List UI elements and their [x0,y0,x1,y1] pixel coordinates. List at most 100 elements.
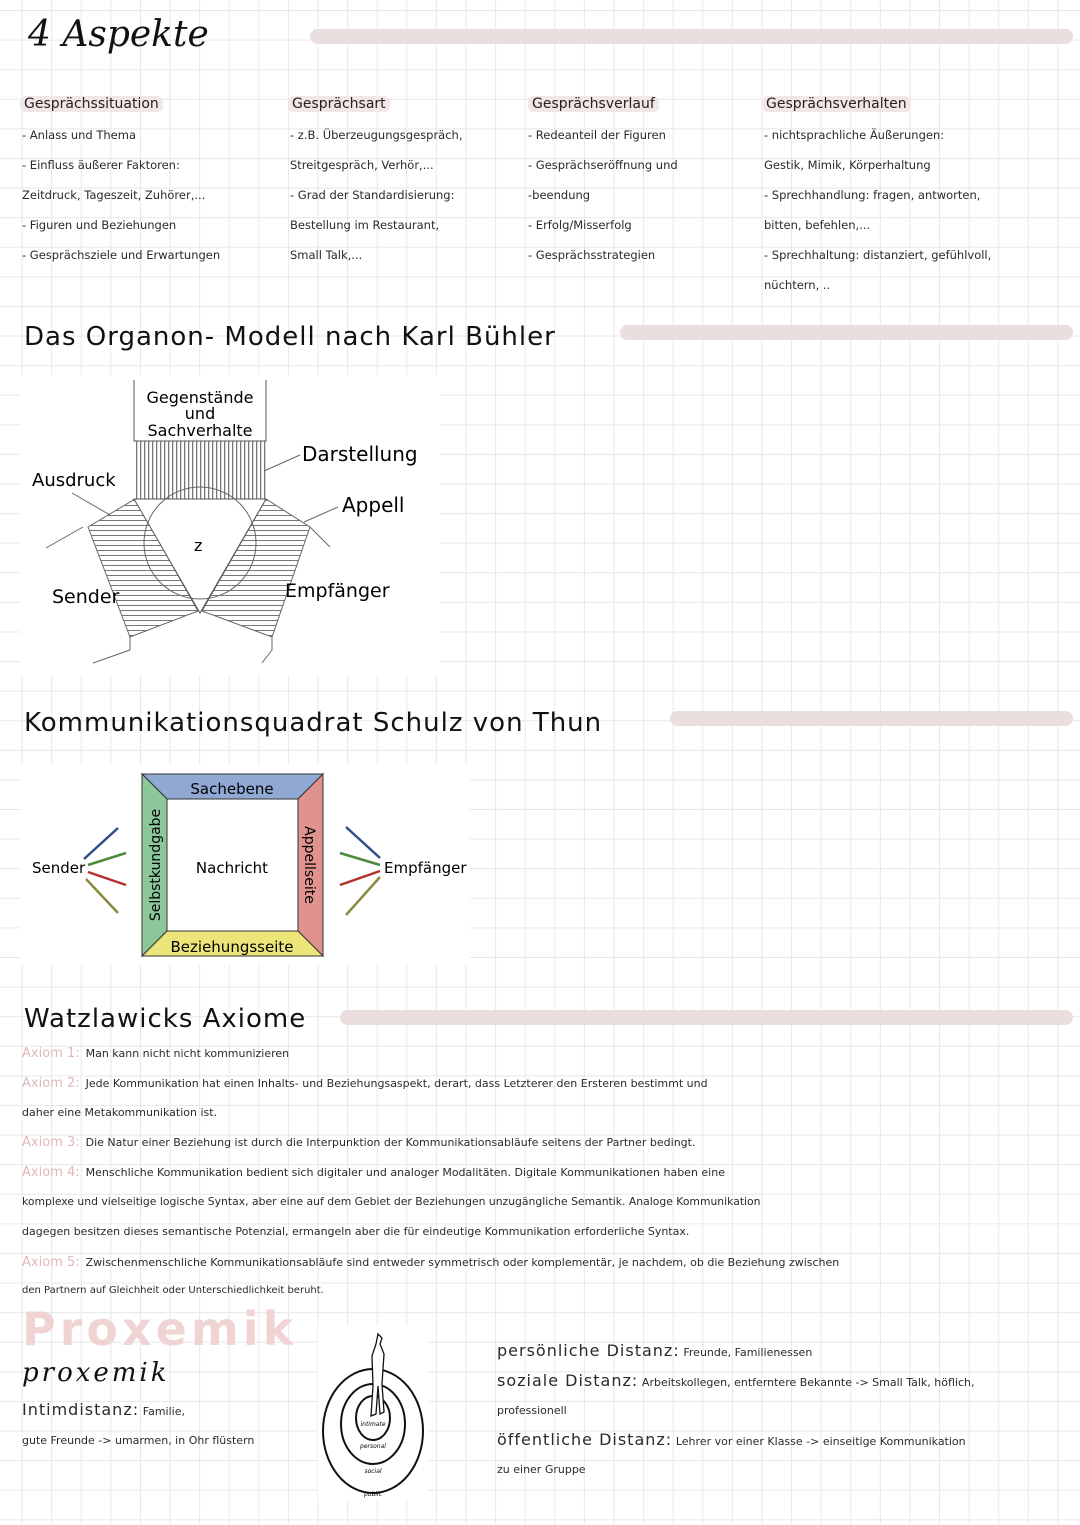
label-beziehungsseite: Beziehungsseite [171,938,294,956]
axiom-line: dagegen besitzen dieses semantische Pote… [22,1225,689,1238]
label-selbstkundgabe: Selbstkundgabe [148,809,164,921]
proxemik-circles-diagram: intimate personal social public [318,1326,428,1501]
list-item: - Anlass und Thema [22,128,137,142]
axiom-label: Axiom 1: [22,1046,80,1061]
list-item: - Sprechhandlung: fragen, antworten, [764,188,981,202]
list-item: - Einfluss äußerer Faktoren: [22,158,180,172]
list-item: - Gesprächsziele und Erwartungen [22,248,221,262]
arrow [339,869,381,887]
person-figure-icon [370,1332,385,1417]
list-item: - Redeanteil der Figuren [528,128,666,142]
label-nachricht: Nachricht [196,859,268,877]
label-z: z [194,536,202,555]
axiom-label: Axiom 5: [22,1255,80,1270]
list-item: Bestellung im Restaurant, [290,218,440,232]
oeffentliche-distanz-label: öffentliche Distanz: [497,1430,673,1449]
soziale-distanz-label: soziale Distanz: [497,1371,639,1390]
list-item: - z.B. Überzeugungsgespräch, [290,128,463,142]
column-heading: Gesprächssituation [20,96,163,112]
axiom-text: Zwischenmenschliche Kommunikationsabläuf… [85,1256,840,1269]
quadrat-title: Kommunikationsquadrat Schulz von Thun [24,708,603,738]
axiom-text: komplexe und vielseitige logische Syntax… [22,1195,761,1208]
label-empfaenger: Empfänger [384,859,467,877]
label-sender: Sender [32,859,86,877]
label-appell: Appell [342,493,405,517]
organon-title: Das Organon- Modell nach Karl Bühler [24,322,556,352]
title-highlight-bar [310,29,1073,44]
arrow [83,827,119,860]
label-ausdruck: Ausdruck [32,470,116,491]
darstellung-field [134,441,266,499]
label-und: und [185,404,215,423]
label-gegenstaende: Gegenstände [147,388,254,407]
arrow [339,851,381,867]
label-social: social [364,1468,381,1475]
arrow [85,878,119,914]
soziale-distanz-line: soziale Distanz: Arbeitskollegen, entfer… [497,1371,974,1390]
title-highlight-bar [620,325,1073,340]
sender-arrows [83,826,381,916]
list-item: - Sprechhaltung: distanziert, gefühlvoll… [764,248,992,262]
soziale-distanz-text: Arbeitskollegen, entferntere Bekannte ->… [641,1376,975,1389]
axiom-line: Axiom 1: Man kann nicht nicht kommunizier… [22,1046,289,1061]
label-sachverhalte: Sachverhalte [147,421,252,440]
list-item: nüchtern, .. [764,278,831,292]
axiom-line: Axiom 4: Menschliche Kommunikation bedien… [22,1165,725,1180]
label-sachebene: Sachebene [190,780,273,798]
axiom-line: Axiom 5: Zwischenmenschliche Kommunikatio… [22,1255,839,1270]
list-item: - Grad der Standardisierung: [290,188,455,202]
list-item: Zeitdruck, Tageszeit, Zuhörer,... [22,188,206,202]
list-item: - Erfolg/Misserfolg [528,218,632,232]
axiom-line: komplexe und vielseitige logische Syntax… [22,1195,761,1208]
arrow [345,876,381,916]
title-highlight-bar [670,711,1073,726]
axiom-text: daher eine Metakommunikation ist. [22,1106,218,1119]
persoenliche-distanz-line: persönliche Distanz: Freunde, Familienes… [497,1341,812,1360]
ausdruck-field [87,498,199,638]
label-public: public [363,1491,383,1498]
list-item: - Figuren und Beziehungen [22,218,177,232]
organon-diagram: Gegenstände und Sachverhalte z Darstellu… [20,375,440,675]
list-item: Streitgespräch, Verhör,... [290,158,434,172]
quadrat-diagram: Sachebene Beziehungsseite Selbstkundgabe… [20,765,470,965]
axiom-label: Axiom 2: [22,1076,80,1091]
watzlawick-title: Watzlawicks Axiome [24,1004,307,1034]
intimdistanz-text: Familie, [142,1405,185,1418]
persoenliche-distanz-label: persönliche Distanz: [497,1341,680,1360]
label-personal: personal [359,1443,386,1450]
list-item: -beendung [528,188,591,202]
axiom-line: Axiom 3:Die Natur einer Beziehung ist du… [22,1135,695,1150]
column-heading: Gesprächsverhalten [762,96,911,112]
axiom-label: Axiom 4: [22,1165,80,1180]
proxemik-title: proxemik [22,1358,170,1388]
intimdistanz-detail: gute Freunde -> umarmen, in Ohr flüstern [22,1434,255,1447]
intimdistanz-label: Intimdistanz: [22,1400,140,1419]
list-item: - Gesprächsstrategien [528,248,656,262]
oeffentliche-distanz-text: Lehrer vor einer Klasse -> einseitige Ko… [675,1435,966,1448]
list-item: - Gesprächseröffnung und [528,158,678,172]
axiom-label: Axiom 3: [22,1135,80,1150]
intimdistanz-line: Intimdistanz: Familie, [22,1400,185,1419]
list-item: - nichtsprachliche Äußerungen: [764,128,945,142]
aspekte-title: 4 Aspekte [28,14,209,55]
axiom-line: Axiom 2:Jede Kommunikation hat einen Inh… [22,1076,708,1091]
oeffentliche-distanz-detail: zu einer Gruppe [497,1463,586,1476]
pointer-arrow [303,506,339,523]
list-item: Gestik, Mimik, Körperhaltung [764,158,931,172]
label-sender: Sender [52,586,120,608]
axiom-line: daher eine Metakommunikation ist. [22,1106,217,1119]
pointer-arrow [263,454,301,472]
arrow [87,870,127,887]
axiom-text: Menschliche Kommunikation bedient sich d… [85,1166,725,1179]
proxemik-title-background: Proxemik [22,1302,298,1356]
list-item: Small Talk,... [290,248,363,262]
arrow [87,851,127,867]
axiom-line: den Partnern auf Gleichheit oder Untersc… [22,1285,324,1296]
column-heading: Gesprächsart [288,96,390,112]
list-item: bitten, befehlen,... [764,218,871,232]
persoenliche-distanz-text: Freunde, Familienessen [683,1346,813,1359]
axiom-text: den Partnern auf Gleichheit oder Untersc… [22,1285,324,1296]
label-darstellung: Darstellung [302,442,418,466]
title-highlight-bar [340,1010,1073,1025]
axiom-text: Man kann nicht nicht kommunizieren [85,1047,290,1060]
